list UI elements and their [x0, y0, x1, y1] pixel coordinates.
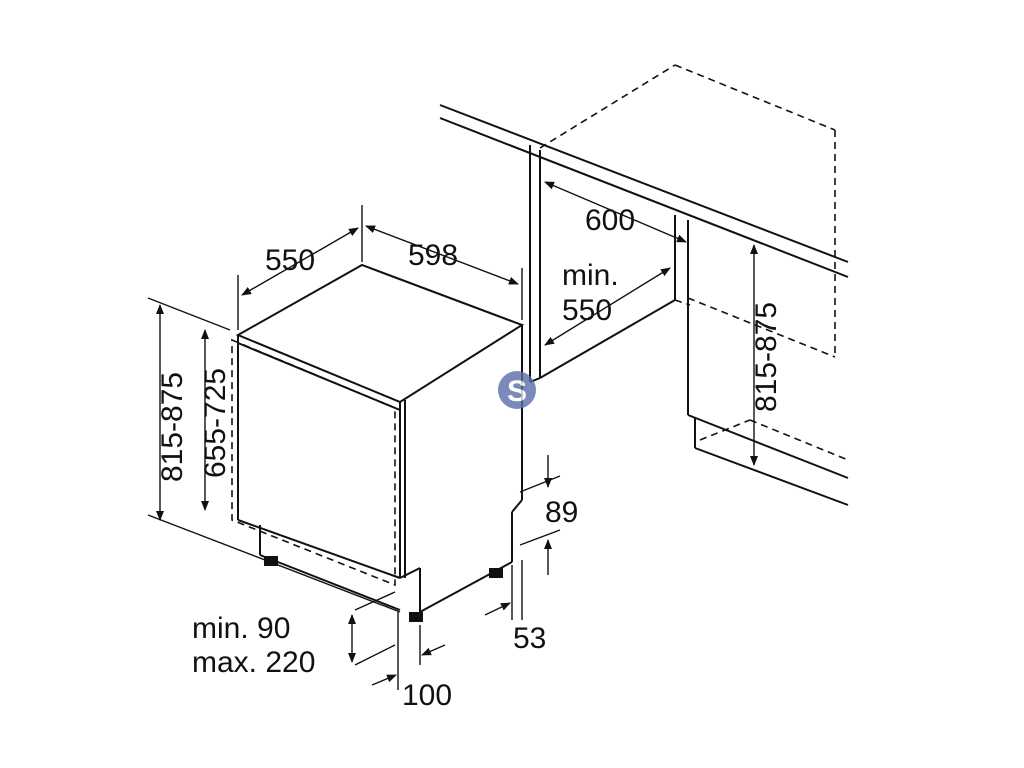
label-height-right: 815-875: [750, 302, 783, 412]
kitchen-cabinet: [439, 64, 849, 506]
label-plinth-min: min. 90: [192, 612, 290, 645]
label-foot-offset: 53: [513, 622, 546, 655]
label-depth: 550: [265, 244, 315, 277]
label-plinth-max: max. 220: [192, 646, 315, 679]
label-niche-min-value: 550: [562, 294, 612, 327]
label-plinth-depth: 100: [402, 679, 452, 712]
watermark-logo: S: [498, 371, 536, 409]
label-height-inner: 655-725: [199, 368, 232, 478]
foot-right: [489, 568, 503, 578]
foot-left: [264, 556, 278, 566]
label-niche-width: 600: [585, 204, 635, 237]
foot-front: [409, 612, 423, 622]
label-width: 598: [408, 239, 458, 272]
label-plinth-height: 89: [545, 496, 578, 529]
dimension-lines: [147, 181, 758, 690]
svg-text:S: S: [507, 375, 527, 408]
label-height-left: 815-875: [156, 372, 189, 482]
label-niche-min: min.: [562, 259, 619, 292]
dishwasher: [231, 263, 525, 622]
